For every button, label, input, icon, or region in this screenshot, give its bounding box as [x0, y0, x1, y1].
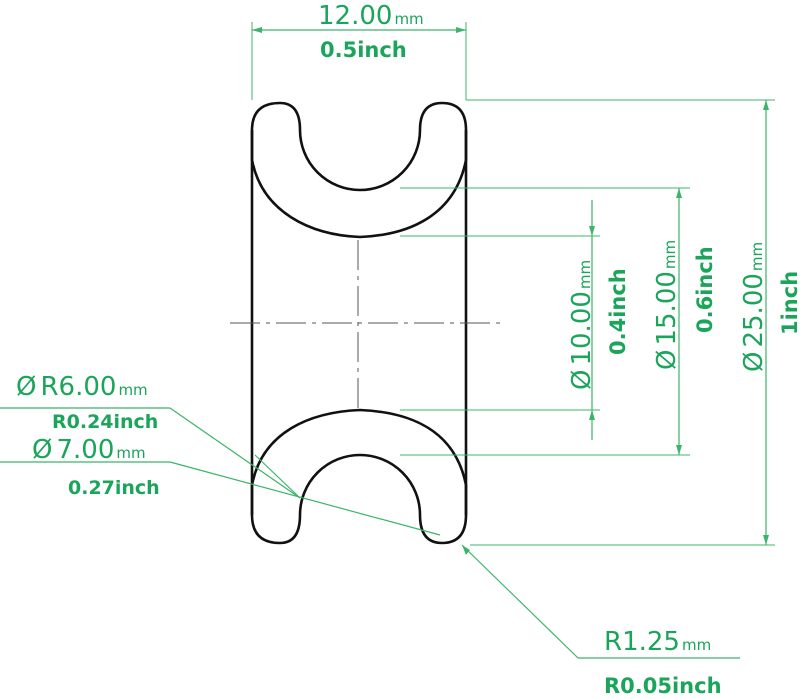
width-inch: 0.5inch [320, 38, 407, 62]
svg-text:12.00mm: 12.00mm [318, 1, 424, 31]
wire-diameter-inch: 0.27inch [68, 477, 160, 499]
wire-diameter-value: 7.00 [56, 435, 114, 465]
inner-diameter-value: 10.00 [567, 291, 597, 365]
edge-radius-value: R1.25 [604, 627, 680, 657]
groove-radius-value: R6.00 [40, 372, 116, 402]
top-groove-section [250, 101, 468, 239]
width-value: 12.00 [318, 1, 392, 31]
pulley-body [230, 101, 500, 545]
diameter-dimensions: Ø10.00mm 0.4inch Ø15.00mm 0.6inch Ø25.00… [400, 99, 800, 546]
groove-diameter-value: 15.00 [652, 271, 682, 345]
bottom-groove-section [250, 408, 468, 545]
groove-radius-inch: R0.24inch [52, 411, 158, 433]
svg-text:ØR6.00mm: ØR6.00mm [16, 372, 148, 402]
svg-text:Ø15.00mm: Ø15.00mm [652, 240, 682, 370]
outer-diameter-value: 25.00 [739, 273, 769, 347]
outer-diameter-inch: 1inch [778, 271, 800, 335]
edge-radius-inch: R0.05inch [604, 674, 722, 698]
groove-diameter-inch: 0.6inch [693, 246, 717, 333]
svg-text:Ø25.00mm: Ø25.00mm [739, 242, 769, 372]
svg-text:Ø10.00mm: Ø10.00mm [567, 260, 597, 390]
inner-diameter-inch: 0.4inch [606, 268, 630, 355]
svg-text:Ø7.00mm: Ø7.00mm [32, 435, 146, 465]
